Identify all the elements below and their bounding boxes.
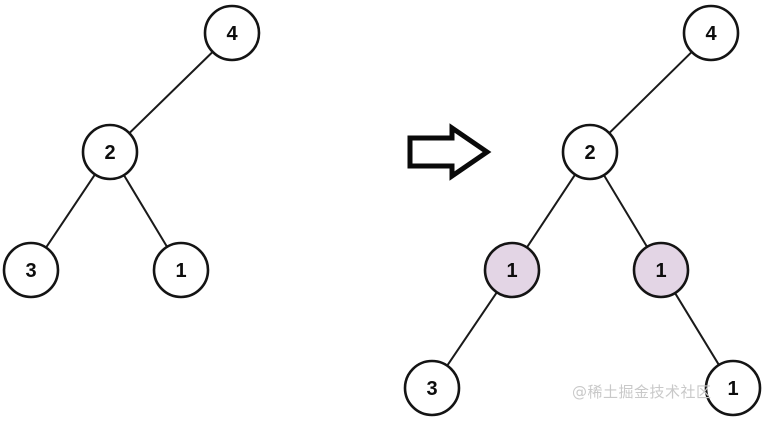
tree-node-circle[interactable] [561, 123, 619, 181]
arrow-right-icon [407, 123, 492, 181]
tree-node-circle-highlighted[interactable] [632, 241, 690, 299]
tree-node[interactable]: 1 [152, 241, 210, 299]
tree-node[interactable]: 1 [483, 241, 541, 299]
tree-node-circle[interactable] [2, 241, 60, 299]
tree-edge [525, 173, 577, 249]
tree-node-circle-highlighted[interactable] [483, 241, 541, 299]
watermark-label: @稀土掘金技术社区 [572, 383, 712, 401]
tree-node-label: 4 [705, 23, 717, 45]
tree-edge [602, 174, 649, 248]
tree-node[interactable]: 1 [632, 241, 690, 299]
tree-node-circle[interactable] [203, 4, 261, 62]
tree-node[interactable]: 1 [704, 359, 762, 417]
tree-node-circle[interactable] [403, 359, 461, 417]
tree-node[interactable]: 2 [561, 123, 619, 181]
tree-edge [128, 50, 214, 135]
tree-edge [446, 291, 498, 367]
tree-node-label: 1 [727, 378, 738, 400]
tree-edge [608, 50, 693, 135]
tree-node-label: 2 [104, 142, 115, 164]
transformation-arrow-group [407, 123, 492, 181]
before-tree-nodes: 4 2 3 1 [2, 4, 261, 299]
tree-node-label: 3 [426, 378, 437, 400]
tree-node[interactable]: 3 [2, 241, 60, 299]
tree-node[interactable]: 4 [203, 4, 261, 62]
tree-edge [674, 292, 720, 366]
before-tree-edges [45, 50, 214, 249]
tree-node-label: 4 [226, 23, 238, 45]
after-tree-nodes: 4 2 1 1 3 1 [403, 4, 762, 417]
tree-node[interactable]: 4 [682, 4, 740, 62]
tree-node[interactable]: 2 [81, 123, 139, 181]
tree-node[interactable]: 3 [403, 359, 461, 417]
tree-node-circle[interactable] [704, 359, 762, 417]
tree-edge [122, 174, 169, 248]
tree-node-label: 2 [584, 142, 595, 164]
tree-node-label: 1 [506, 260, 517, 282]
tree-node-label: 3 [25, 260, 36, 282]
tree-node-circle[interactable] [81, 123, 139, 181]
after-tree-edges [446, 50, 720, 367]
tree-node-label: 1 [175, 260, 186, 282]
tree-node-circle[interactable] [152, 241, 210, 299]
tree-node-circle[interactable] [682, 4, 740, 62]
tree-edge [45, 173, 96, 249]
tree-node-label: 1 [655, 260, 666, 282]
